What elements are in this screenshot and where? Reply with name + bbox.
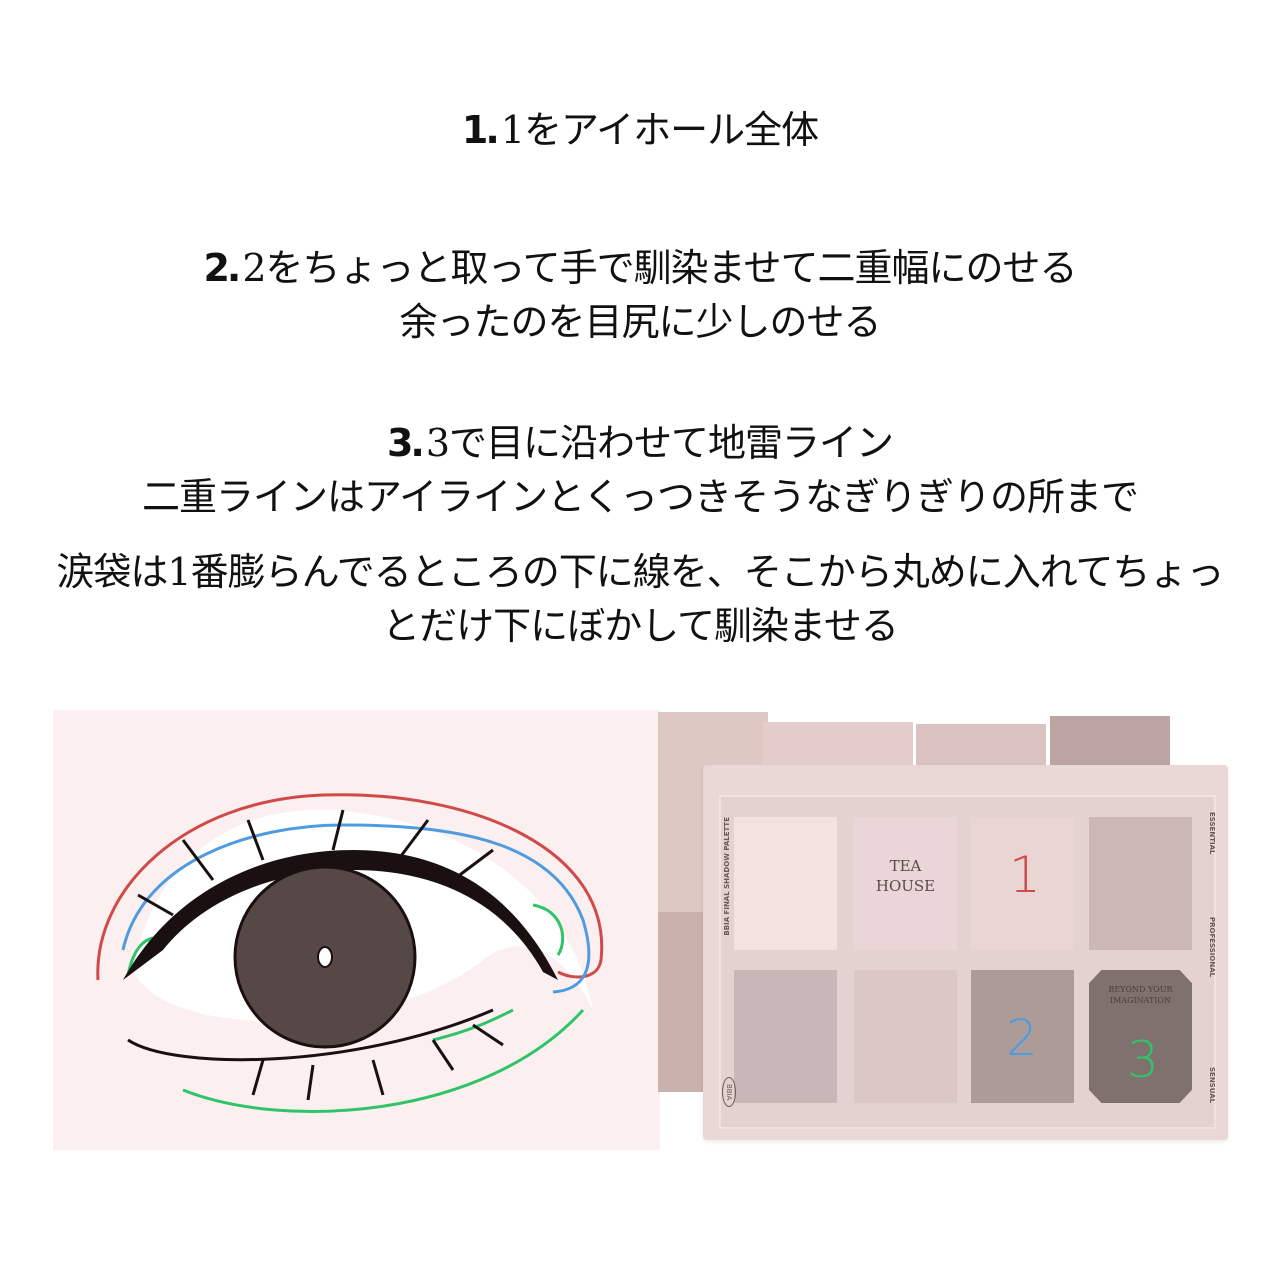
pan-1 xyxy=(734,817,837,950)
mark-3: 3 xyxy=(1127,1031,1159,1089)
step-2-line-1: 2.2をちょっと取って手で馴染ませて二重幅にのせる xyxy=(0,244,1280,292)
palette-tray: TEA HOUSE 1 2 BEYOND YOUR IMAGINATION 3 … xyxy=(719,795,1216,1129)
label-essential: ESSENTIAL xyxy=(1208,812,1216,855)
brand-logo: BBIA xyxy=(722,1077,736,1108)
step-3-line-2: 二重ラインはアイラインとくっつきそうなぎりぎりの所まで xyxy=(142,475,1139,519)
pan-text-tea: TEA xyxy=(889,857,922,875)
step1-line xyxy=(96,793,604,981)
pan-5 xyxy=(734,970,837,1103)
palette-side-label: BBIA FINAL SHADOW PALETTE xyxy=(723,817,731,936)
step-3-text: 3で目に沿わせて地雷ライン xyxy=(425,421,894,465)
eyeshadow-palette: TEA HOUSE 1 2 BEYOND YOUR IMAGINATION 3 … xyxy=(703,765,1228,1140)
eye-illustration xyxy=(96,793,604,1113)
step-1-number: 1. xyxy=(461,108,500,152)
pan-3: 1 xyxy=(971,817,1074,950)
pan-text-beyond: BEYOND YOUR IMAGINATION xyxy=(1108,985,1173,1005)
step-2-line-2: 余ったのを目尻に少しのせる xyxy=(399,300,881,344)
step-1-line-1: 1.1をアイホール全体 xyxy=(0,106,1280,154)
step-1-text: 1をアイホール全体 xyxy=(500,108,819,152)
step-2-text: 2をちょっと取って手で馴染ませて二重幅にのせる xyxy=(242,246,1077,290)
mark-2: 2 xyxy=(1006,1009,1038,1067)
step2-line xyxy=(121,823,591,994)
pan-7: 2 xyxy=(971,970,1074,1103)
step-3-line-4: とだけ下にぼかして馴染ませる xyxy=(382,604,899,648)
step-2-number: 2. xyxy=(203,246,241,290)
step-3-number: 3. xyxy=(386,421,425,465)
step-3-line-3: 涙袋は1番膨らんでるところの下に線を、そこから丸めに入れてちょっ xyxy=(56,550,1224,594)
pan-6 xyxy=(854,970,957,1103)
pan-2: TEA HOUSE xyxy=(854,817,957,950)
step3-lower-line xyxy=(182,1008,585,1113)
pan-8: BEYOND YOUR IMAGINATION 3 xyxy=(1089,970,1192,1103)
eye-diagram xyxy=(53,710,660,1150)
mark-1: 1 xyxy=(1009,846,1041,904)
pan-text-house: HOUSE xyxy=(875,877,936,895)
pan-4 xyxy=(1089,817,1192,950)
label-professional: PROFESSIONAL xyxy=(1208,917,1216,978)
step-3-line-1: 3.3で目に沿わせて地雷ライン xyxy=(0,419,1280,467)
label-sensual: SENSUAL xyxy=(1208,1067,1216,1104)
